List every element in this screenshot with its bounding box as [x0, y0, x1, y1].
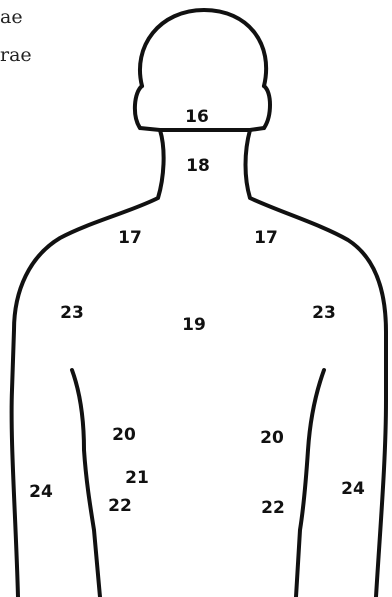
label-20-right: 20 — [260, 428, 284, 448]
right-ear-outline — [264, 86, 270, 128]
label-17-left: 17 — [118, 228, 142, 248]
label-22-left: 22 — [108, 496, 132, 516]
label-23-right: 23 — [312, 303, 336, 323]
label-22-right: 22 — [261, 498, 285, 518]
label-24-right: 24 — [341, 479, 365, 499]
head-outline — [140, 10, 266, 86]
label-19: 19 — [182, 315, 206, 335]
label-17-right: 17 — [254, 228, 278, 248]
label-24-left: 24 — [29, 482, 53, 502]
left-ear-outline — [135, 86, 142, 128]
label-20-left: 20 — [112, 425, 136, 445]
right-inner-arm-line — [296, 370, 324, 597]
label-23-left: 23 — [60, 303, 84, 323]
right-torso-outline — [246, 130, 387, 597]
label-21: 21 — [125, 468, 149, 488]
label-18: 18 — [186, 156, 210, 176]
left-inner-arm-line — [72, 370, 100, 597]
label-16: 16 — [185, 107, 209, 127]
left-torso-outline — [12, 130, 164, 597]
